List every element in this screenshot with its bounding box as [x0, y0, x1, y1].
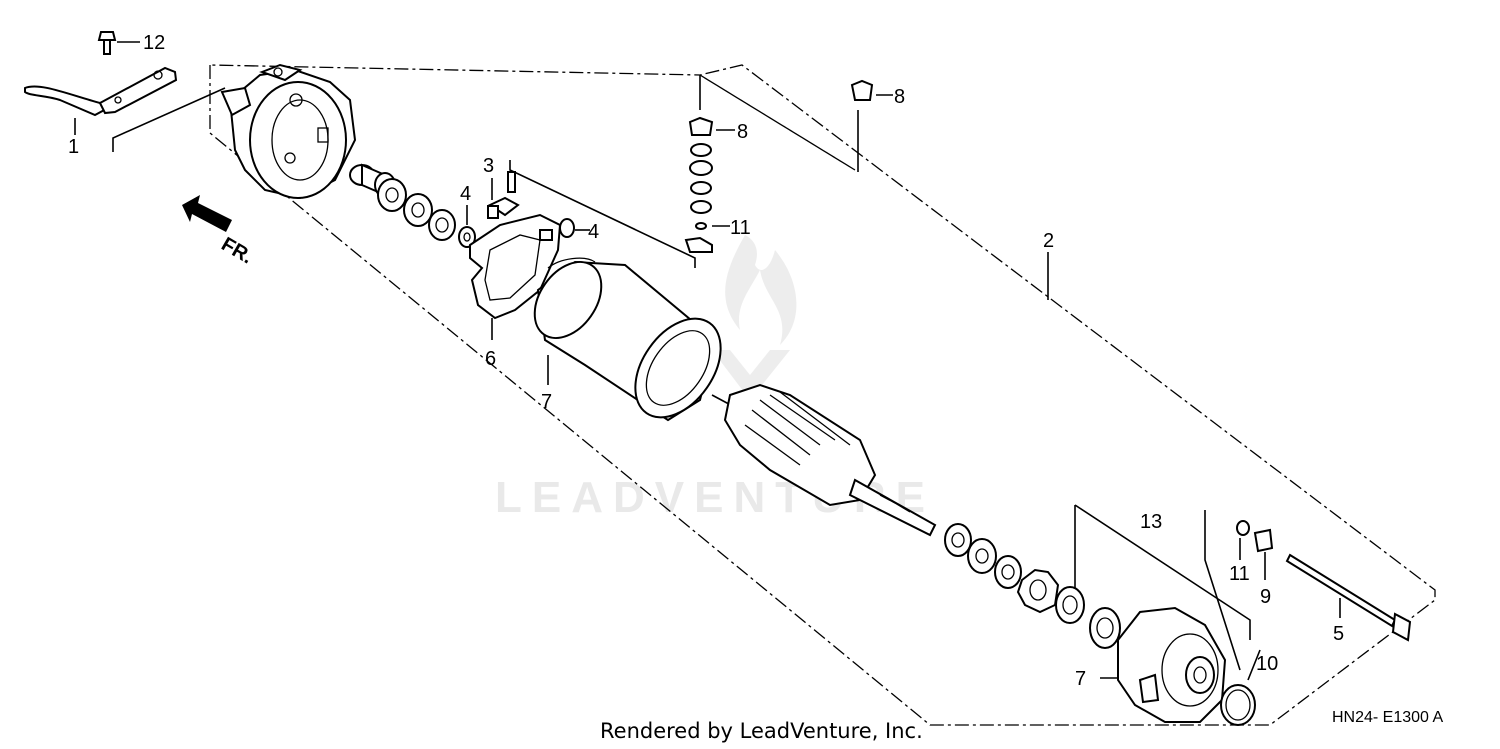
- callout-9: 9: [1260, 586, 1271, 608]
- part-1-lead-wire: [24, 66, 178, 117]
- part-rear-cover: [220, 63, 357, 200]
- callout-2: 2: [1043, 230, 1054, 252]
- part-armature: [711, 383, 937, 537]
- part-12-bolt: [97, 31, 117, 55]
- part-3-screw: [487, 171, 520, 219]
- callout-12: 12: [143, 32, 165, 54]
- callout-3: 3: [483, 155, 494, 177]
- part-8-nut-stack: [684, 116, 714, 253]
- callout-4a: 4: [460, 183, 471, 205]
- bracket-1: [112, 87, 226, 152]
- callout-8b: 8: [894, 86, 905, 108]
- part-8-nut-top: [850, 79, 874, 101]
- bracket-3: [509, 160, 696, 268]
- part-bearings: [1055, 586, 1121, 649]
- washers-upper: [377, 178, 476, 248]
- callout-5: 5: [1333, 623, 1344, 645]
- part-front-cover: [1117, 606, 1227, 723]
- callout-4b: 4: [588, 221, 599, 243]
- callout-7a: 7: [541, 391, 552, 413]
- leader-lines: [466, 94, 1341, 681]
- part-11-washer-lower: [1236, 520, 1250, 536]
- assembly-outline: [209, 64, 1436, 726]
- rendered-by-credit: Rendered by LeadVenture, Inc.: [600, 719, 923, 743]
- bracket-11-9: [1204, 510, 1241, 671]
- washers-lower: [944, 523, 1060, 614]
- part-6-brush-holder: [469, 213, 575, 320]
- part-9-nut: [1253, 528, 1274, 553]
- callout-10: 10: [1256, 653, 1278, 675]
- bracket-13-b: [1074, 504, 1251, 640]
- callout-13: 13: [1140, 511, 1162, 533]
- diagram-code: HN24- E1300 A: [1332, 709, 1444, 726]
- callout-8a: 8: [737, 121, 748, 143]
- callout-6: 6: [485, 348, 496, 370]
- callout-1: 1: [68, 136, 79, 158]
- front-arrow-icon: [182, 195, 232, 232]
- front-marker: FR.: [218, 233, 257, 268]
- callout-11b: 11: [1229, 563, 1250, 585]
- part-7-yoke: [533, 257, 722, 422]
- callout-7b: 7: [1075, 668, 1086, 690]
- callout-11a: 11: [730, 217, 751, 239]
- part-5-through-bolt: [1285, 553, 1412, 642]
- watermark-flame-icon: [712, 235, 797, 400]
